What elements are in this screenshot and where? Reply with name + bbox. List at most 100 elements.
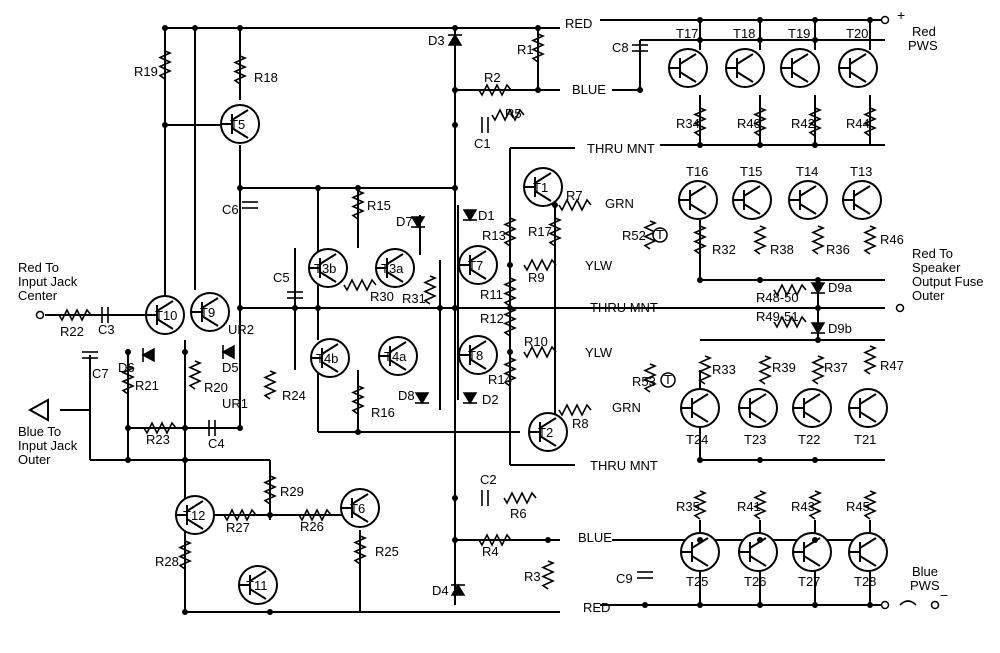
transistor-t4a: T4a	[378, 336, 418, 376]
junction-dot	[315, 305, 321, 311]
red-pws-terminal[interactable]	[880, 15, 890, 25]
resistor-r33: R33	[698, 355, 736, 385]
blue-pws-label-2: PWS	[910, 578, 940, 593]
thermistor-1-icon: T	[652, 227, 668, 243]
label-r25: R25	[375, 544, 399, 559]
resistor-r13: R13	[482, 217, 518, 247]
junction-dot	[815, 305, 821, 311]
transistor-t20: T20	[838, 26, 878, 88]
resistor-r20: R20	[188, 360, 228, 395]
label-r52: R52	[622, 228, 646, 243]
rail-grn-bottom: GRN	[612, 400, 641, 415]
resistor-r52: R52	[622, 220, 658, 250]
transistor-t21: T21	[848, 388, 888, 447]
junction-dot	[757, 17, 763, 23]
resistor-r15: R15	[351, 190, 391, 220]
resistor-r49-51: R49-51	[756, 309, 807, 329]
label-r10: R10	[524, 334, 548, 349]
resistor-r45: R45	[846, 490, 878, 520]
speaker-label-2: Speaker	[912, 260, 961, 275]
label-r13: R13	[482, 228, 506, 243]
label-c8: C8	[612, 40, 629, 55]
rail-ylw-bottom: YLW	[585, 345, 613, 360]
resistor-r46: R46	[863, 225, 904, 255]
label-t19: T19	[788, 26, 810, 41]
junction-dot	[815, 277, 821, 283]
transistor-t7: T7	[458, 245, 498, 285]
speaker-output-terminal[interactable]	[895, 303, 905, 313]
junction-dot	[125, 349, 131, 355]
rail-ylw-top: YLW	[585, 258, 613, 273]
junction-dot	[757, 37, 763, 43]
resistor-r32: R32	[693, 225, 736, 257]
label-t27: T27	[798, 574, 820, 589]
junction-dot	[237, 305, 243, 311]
junction-dot	[355, 185, 361, 191]
junction-dot	[757, 277, 763, 283]
input-center-terminal[interactable]	[35, 310, 45, 320]
red-input-label-3: Center	[18, 288, 58, 303]
junction-dot	[815, 337, 821, 343]
junction-dot	[162, 122, 168, 128]
capacitor-c2: C2	[480, 472, 497, 506]
blue-pws-terminal[interactable]	[880, 600, 890, 610]
svg-text:T: T	[656, 227, 664, 242]
junction-dot	[757, 457, 763, 463]
red-input-label-2: Input Jack	[18, 274, 78, 289]
diode-d6: D6	[118, 347, 155, 375]
junction-dot	[292, 305, 298, 311]
junction-dot	[237, 25, 243, 31]
junction-dot	[535, 87, 541, 93]
junction-dot	[637, 87, 643, 93]
transistor-t13: T13	[842, 164, 882, 220]
blue-input-label-1: Blue To	[18, 424, 61, 439]
label-t13: T13	[850, 164, 872, 179]
resistor-r38: R38	[753, 225, 794, 257]
resistor-r31: R31	[402, 275, 438, 306]
resistor-r1: R1	[517, 33, 546, 63]
thermistor-2-icon: T	[660, 372, 676, 388]
transistor-t4b: T4b	[310, 338, 350, 378]
junction-dot	[697, 277, 703, 283]
transistor-t6: T6	[340, 488, 380, 528]
diode-d5: D5	[221, 344, 239, 375]
junction-dot	[182, 609, 188, 615]
resistor-r19: R19	[134, 50, 173, 80]
label-t11: T11	[246, 578, 267, 593]
transistor-t28: T28	[848, 532, 888, 589]
junction-dot	[452, 185, 458, 191]
junction-dot	[452, 122, 458, 128]
diode-d3: D3	[428, 33, 463, 48]
label-ur1: UR1	[222, 396, 248, 411]
resistor-r44: R44	[846, 107, 878, 137]
resistor-r29: R29	[263, 475, 304, 505]
junction-dot	[812, 457, 818, 463]
label-r41: R41	[737, 499, 761, 514]
resistor-r24: R24	[263, 370, 306, 403]
speaker-label-3: Output Fuse	[912, 274, 984, 289]
capacitor-c4: C4	[208, 420, 225, 451]
resistor-r34: R34	[676, 107, 708, 137]
label-r30: R30	[370, 289, 394, 304]
label-d4: D4	[432, 583, 449, 598]
label-ur2: UR2	[228, 322, 254, 337]
junction-dot	[697, 457, 703, 463]
label-r17: R17	[528, 224, 552, 239]
junction-dot	[237, 425, 243, 431]
label-r48-50: R48-50	[756, 290, 799, 305]
label-t26: T26	[744, 574, 766, 589]
resistor-r30: R30	[343, 278, 394, 304]
resistor-r37: R37	[811, 355, 848, 385]
transistor-t16: T16	[678, 164, 718, 220]
junction-dot	[507, 262, 513, 268]
resistor-r5: R5	[491, 106, 525, 122]
junction-dot	[757, 602, 763, 608]
junction-dot	[267, 512, 273, 518]
label-r44: R44	[846, 116, 870, 131]
blue-pws-end-terminal[interactable]	[930, 600, 940, 610]
ground-symbol-icon	[27, 398, 49, 422]
plus-sign: +	[897, 7, 905, 23]
label-r12: R12	[480, 311, 504, 326]
transistor-t5: T5	[220, 104, 260, 144]
